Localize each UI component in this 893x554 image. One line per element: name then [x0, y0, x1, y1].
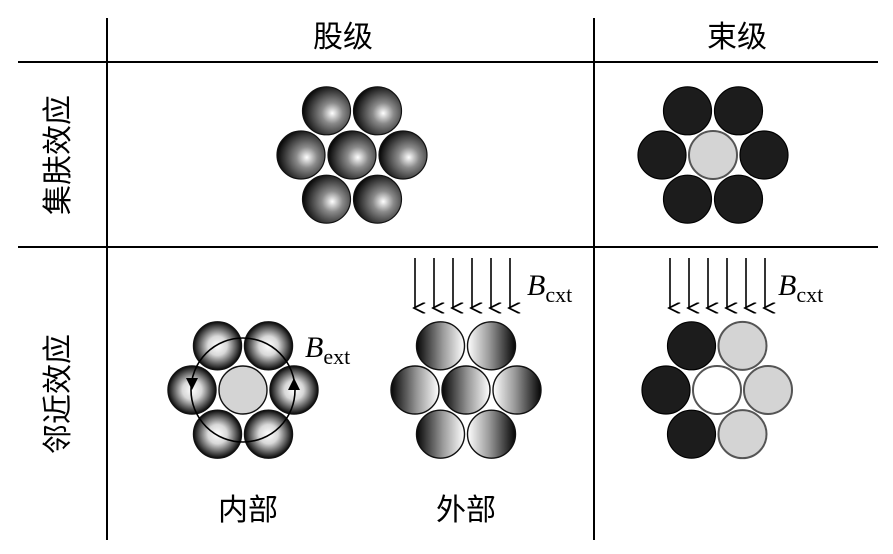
strand-circle	[637, 130, 687, 180]
strand-circle	[692, 365, 742, 415]
strand-external-field-label: Bcxt	[527, 269, 572, 307]
strand-internal-proximity-cluster	[167, 321, 319, 459]
loop-arrowhead	[288, 378, 300, 390]
strand-circle	[390, 365, 440, 415]
strand-circle	[352, 86, 403, 136]
strand-circle	[713, 86, 764, 136]
label-internal: 内部	[218, 493, 278, 528]
strand-circle	[378, 130, 428, 180]
strand-circle	[327, 130, 377, 180]
label-external: 外部	[436, 493, 496, 528]
strand-circle	[276, 130, 326, 180]
strand-circle	[662, 86, 713, 136]
strand-external-proximity-cluster	[390, 321, 542, 459]
strand-circle	[218, 365, 268, 415]
strand-circle	[192, 321, 243, 371]
column-header-strand: 股级	[313, 20, 373, 55]
strand-circle	[415, 321, 466, 371]
row-header-skin-effect: 集肤效应	[41, 95, 76, 215]
bundle-field-label: Bcxt	[778, 269, 823, 307]
strand-skin-effect-cluster	[276, 86, 428, 224]
strand-circle	[415, 409, 466, 459]
strand-circle	[441, 365, 491, 415]
table-grid	[18, 18, 878, 540]
strand-circle	[743, 365, 793, 415]
strand-internal-field-label: Bext	[305, 331, 350, 369]
bundle-field-arrows	[670, 258, 765, 308]
strand-circle	[466, 321, 517, 371]
strand-circle	[666, 321, 717, 371]
strand-circle	[192, 409, 243, 459]
strand-circle	[352, 174, 403, 224]
bundle-skin-effect-cluster	[637, 86, 789, 224]
loop-arrowhead	[186, 378, 198, 390]
strand-field-arrows	[415, 258, 510, 308]
strand-circle	[243, 321, 294, 371]
strand-circle	[301, 174, 352, 224]
strand-circle	[641, 365, 691, 415]
strand-circle	[666, 409, 717, 459]
strand-circle	[492, 365, 542, 415]
bundle-proximity-cluster	[641, 320, 793, 460]
strand-circle	[713, 174, 764, 224]
strand-circle	[717, 320, 768, 371]
strand-circle	[717, 409, 768, 460]
strand-circle	[662, 174, 713, 224]
strand-circle	[301, 86, 352, 136]
row-header-proximity-effect: 邻近效应	[41, 334, 76, 454]
column-header-bundle: 束级	[707, 20, 767, 55]
strand-circle	[739, 130, 789, 180]
strand-circle	[466, 409, 517, 459]
strand-circle	[688, 130, 738, 180]
strand-circle	[243, 409, 294, 459]
